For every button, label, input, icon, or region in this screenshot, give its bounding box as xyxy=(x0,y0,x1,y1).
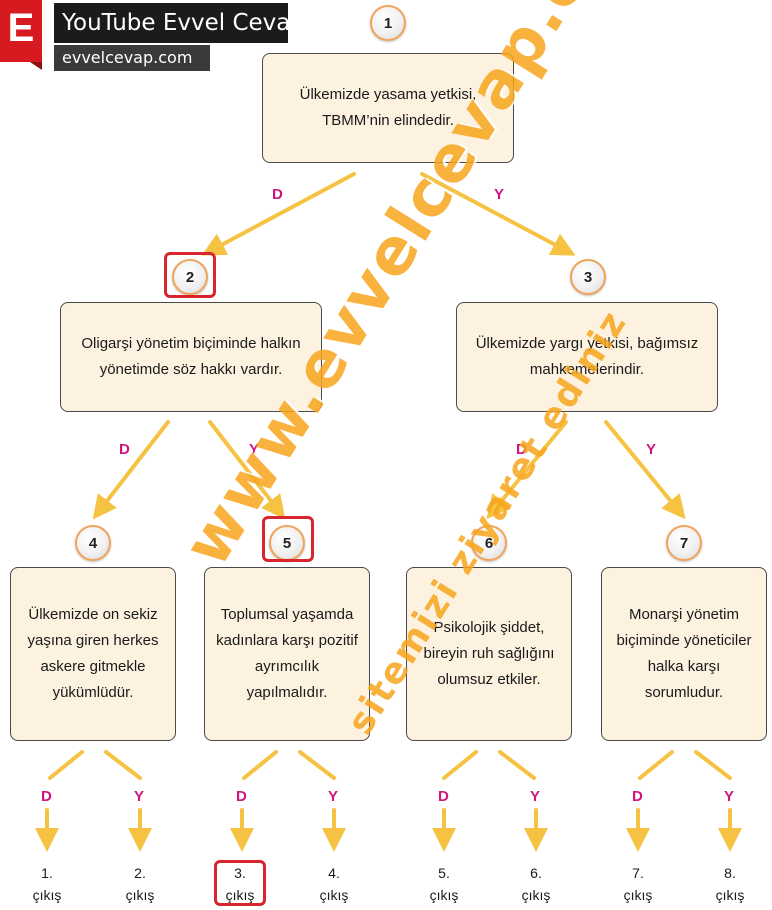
branch-label-y: Y xyxy=(249,441,260,458)
branch-label-d: D xyxy=(272,186,283,203)
statement-box-2: Oligarşi yönetim biçiminde halkın yöneti… xyxy=(60,302,322,412)
site-url: evvelcevap.com xyxy=(54,45,210,71)
branch-label-y: Y xyxy=(646,441,657,458)
branch-label-d: D xyxy=(438,788,449,805)
exit-number: 4. xyxy=(328,865,340,881)
highlight-exit-3 xyxy=(214,860,266,906)
exit-word: çıkış xyxy=(225,887,255,903)
branch-label-y: Y xyxy=(494,186,505,203)
highlight-node-5 xyxy=(262,516,314,562)
exit-7: 7. çıkış xyxy=(608,862,668,906)
branch-label-d: D xyxy=(119,441,130,458)
statement-box-4: Ülkemizde on sekiz yaşına giren herkes a… xyxy=(10,567,176,741)
exit-number: 8. xyxy=(724,865,736,881)
node-number-2: 2 xyxy=(172,259,208,295)
statement-box-1: Ülkemizde yasama yetkisi, TBMM’nin elind… xyxy=(262,53,514,163)
node-number-7: 7 xyxy=(666,525,702,561)
statement-box-3: Ülkemizde yargı yetkisi, bağımsız mahkem… xyxy=(456,302,718,412)
branch-label-d: D xyxy=(632,788,643,805)
node-number-3: 3 xyxy=(570,259,606,295)
logo-letter: E xyxy=(7,6,35,50)
branch-label-d: D xyxy=(41,788,52,805)
node-number-6: 6 xyxy=(471,525,507,561)
exit-word: çıkış xyxy=(429,887,459,903)
exit-word: çıkış xyxy=(715,887,745,903)
exit-word: çıkış xyxy=(623,887,653,903)
branch-label-y: Y xyxy=(724,788,735,805)
exit-number: 5. xyxy=(438,865,450,881)
brand-logo: E xyxy=(0,0,42,70)
statement-box-6: Psikolojik şiddet, bireyin ruh sağlığını… xyxy=(406,567,572,741)
exit-8: 8. çıkış xyxy=(700,862,760,906)
exit-5: 5. çıkış xyxy=(414,862,474,906)
branch-label-d: D xyxy=(236,788,247,805)
exit-6: 6. çıkış xyxy=(506,862,566,906)
exit-word: çıkış xyxy=(32,887,62,903)
exit-word: çıkış xyxy=(125,887,155,903)
node-number-1: 1 xyxy=(370,5,406,41)
exit-2: 2. çıkış xyxy=(110,862,170,906)
branch-label-y: Y xyxy=(530,788,541,805)
exit-word: çıkış xyxy=(521,887,551,903)
exit-4: 4. çıkış xyxy=(304,862,364,906)
node-number-4: 4 xyxy=(75,525,111,561)
exit-number: 6. xyxy=(530,865,542,881)
statement-box-5: Toplumsal yaşamda kadınlara karşı poziti… xyxy=(204,567,370,741)
exit-1: 1. çıkış xyxy=(17,862,77,906)
exit-3: 3. çıkış xyxy=(210,862,270,906)
exit-number: 2. xyxy=(134,865,146,881)
highlight-node-2 xyxy=(164,252,216,298)
exit-word: çıkış xyxy=(319,887,349,903)
exit-number: 1. xyxy=(41,865,53,881)
branch-label-y: Y xyxy=(134,788,145,805)
branch-label-d: D xyxy=(516,441,527,458)
exit-number: 3. xyxy=(234,865,246,881)
exit-number: 7. xyxy=(632,865,644,881)
channel-title: YouTube Evvel Cevap xyxy=(54,3,305,43)
branch-label-y: Y xyxy=(328,788,339,805)
statement-box-7: Monarşi yönetim biçiminde yöneticiler ha… xyxy=(601,567,767,741)
